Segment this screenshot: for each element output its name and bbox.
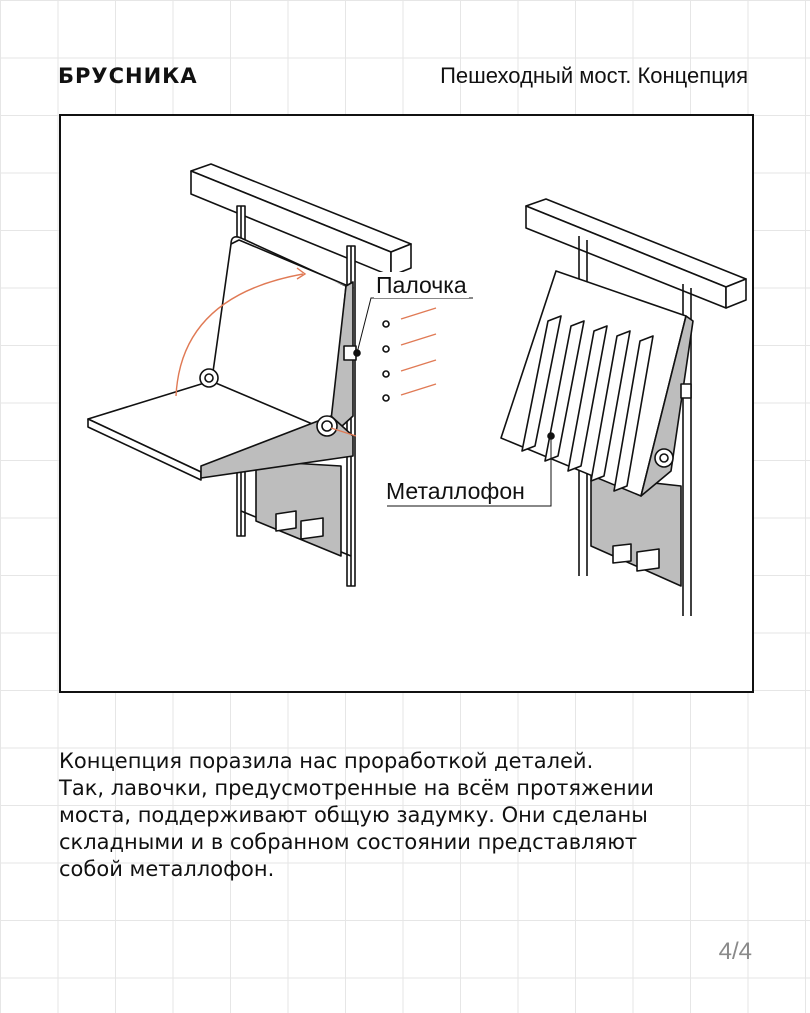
callout-stick: Палочка [374, 272, 469, 298]
document-title: Пешеходный мост. Концепция [440, 63, 748, 88]
bench-illustration [87, 163, 747, 616]
body-paragraph: Концепция поразила нас проработкой детал… [59, 748, 739, 883]
stick-pegs [382, 320, 390, 402]
page-number: 4/4 [718, 938, 752, 965]
bench-folded [500, 198, 747, 616]
bench-unfolded [87, 163, 412, 587]
callout-metallophone: Металлофон [384, 478, 527, 504]
body-line: моста, поддерживают общую задумку. Они с… [59, 803, 648, 827]
body-line: Концепция поразила нас проработкой детал… [59, 749, 594, 773]
brand-logo: БРУСНИКА [58, 64, 198, 88]
illustration-frame: Палочка Металлофон [59, 114, 754, 693]
body-line: складными и в собранном состоянии предст… [59, 830, 638, 854]
body-line: собой металлофон. [59, 857, 275, 881]
body-line: Так, лавочки, предусмотренные на всём пр… [59, 776, 654, 800]
